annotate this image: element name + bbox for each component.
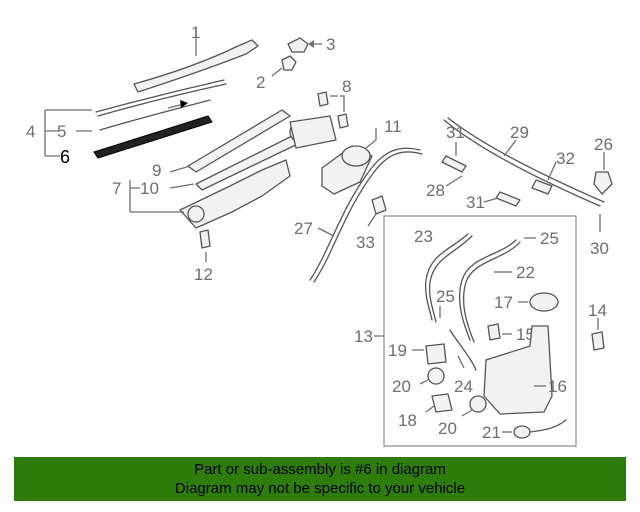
reservoir-assembly-box bbox=[383, 215, 577, 447]
sensor-part-21 bbox=[502, 419, 567, 439]
bolt-part-8 bbox=[317, 91, 349, 129]
blade-arrow bbox=[167, 100, 188, 109]
callout-23: 23 bbox=[414, 227, 433, 246]
callout-32: 32 bbox=[556, 149, 575, 168]
callout-21: 21 bbox=[482, 423, 501, 442]
callout-28: 28 bbox=[426, 181, 445, 200]
pump-part-19 bbox=[412, 343, 447, 365]
joint-part-32 bbox=[531, 161, 557, 195]
pump-part-18 bbox=[425, 393, 453, 413]
wiper-blade-part bbox=[95, 79, 227, 131]
callout-13: 13 bbox=[354, 327, 373, 346]
callout-9: 9 bbox=[152, 161, 161, 180]
grommet-part-20b bbox=[461, 395, 487, 417]
callout-33: 33 bbox=[356, 233, 375, 252]
callout-2: 2 bbox=[256, 73, 265, 92]
callout-27: 27 bbox=[294, 219, 313, 238]
callout-14: 14 bbox=[588, 301, 607, 320]
bolt-part-14 bbox=[591, 318, 605, 351]
hose-part-29 bbox=[443, 117, 605, 207]
callout-16: 16 bbox=[548, 377, 567, 396]
callout-17: 17 bbox=[494, 293, 513, 312]
wiper-linkage-part bbox=[179, 109, 337, 229]
callout-22: 22 bbox=[516, 263, 535, 282]
hose-part-24 bbox=[449, 329, 477, 371]
refill-part-6 bbox=[93, 115, 213, 159]
callout-18: 18 bbox=[398, 411, 417, 430]
banner-line-1: Part or sub-assembly is #6 in diagram bbox=[194, 461, 446, 478]
nut-part bbox=[271, 55, 297, 77]
callout-26: 26 bbox=[594, 135, 613, 154]
grommet-part-20a bbox=[419, 367, 445, 385]
callout-8: 8 bbox=[342, 77, 351, 96]
clip-part-33 bbox=[367, 195, 387, 227]
nozzle-part-26 bbox=[593, 152, 613, 195]
seal-part-15 bbox=[487, 323, 512, 341]
hose-part-22 bbox=[458, 239, 521, 343]
wiper-arm-part bbox=[133, 28, 259, 93]
banner-line-2: Diagram may not be specific to your vehi… bbox=[174, 480, 466, 497]
connector-part-31 bbox=[441, 155, 521, 207]
hose-part-23 bbox=[424, 233, 473, 323]
callout-12: 12 bbox=[194, 265, 213, 284]
cap-part-17 bbox=[518, 292, 559, 312]
callout-25b: 25 bbox=[436, 287, 455, 306]
callout-29: 29 bbox=[510, 123, 529, 142]
callout-3: 3 bbox=[326, 35, 335, 54]
callout-31a: 31 bbox=[446, 123, 465, 142]
info-banner: Part or sub-assembly is #6 in diagram Di… bbox=[14, 457, 626, 501]
callout-11: 11 bbox=[384, 117, 402, 136]
parts-diagram: 1 3 2 4 5 6 9 10 7 8 bbox=[26, 23, 613, 447]
callout-4: 4 bbox=[26, 122, 35, 141]
callout-24: 24 bbox=[454, 377, 473, 396]
bolt-part-12 bbox=[199, 229, 211, 262]
reservoir-part-16 bbox=[483, 325, 553, 415]
callout-20b: 20 bbox=[438, 419, 457, 438]
callout-10: 10 bbox=[140, 179, 159, 198]
callout-20a: 20 bbox=[392, 377, 411, 396]
callout-19: 19 bbox=[388, 341, 407, 360]
wiper-motor-part bbox=[321, 128, 377, 195]
callout-5: 5 bbox=[57, 122, 66, 141]
callout-7: 7 bbox=[112, 179, 121, 198]
callout-1: 1 bbox=[191, 23, 200, 42]
callout-31b: 31 bbox=[466, 193, 485, 212]
callout-6: 6 bbox=[60, 147, 70, 167]
callout-30: 30 bbox=[590, 239, 609, 258]
washer-hose-part-27 bbox=[309, 147, 423, 283]
cap-part bbox=[287, 37, 322, 53]
callout-25a: 25 bbox=[540, 229, 559, 248]
